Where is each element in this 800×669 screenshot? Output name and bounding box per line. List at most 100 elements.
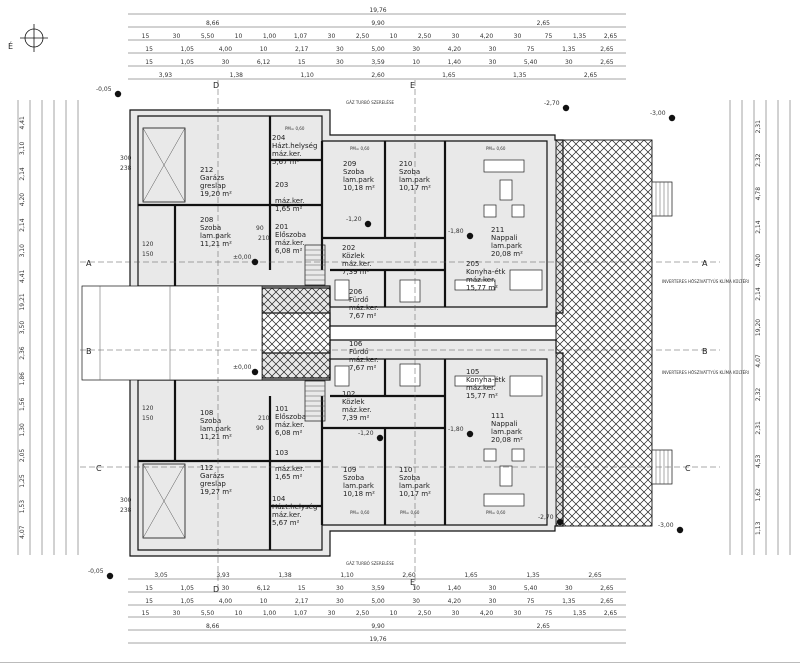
bottom-dim-row3-7: 30 [412,598,420,605]
bottom-dim-row1-1: 3,93 [216,572,230,579]
top-dim-row6-5: 1,35 [513,72,527,79]
right-dim-2: 4,78 [755,187,762,201]
room-label-r202-line-1: Közlek [342,252,365,260]
bottom-dim-row2-11: 30 [565,585,573,592]
top-dim-row3-0: 15 [142,33,150,40]
axis-b-left: B [86,347,92,356]
bottom-dim-row1-5: 1,65 [464,572,478,579]
bottom-dim-row4-12: 30 [514,610,522,617]
right-dim-4: 4,20 [755,254,762,268]
top-dim-row5-8: 1,40 [448,59,462,66]
room-label-r208-line-0: 208 [200,216,213,224]
room-label-r108-line-0: 108 [200,409,213,417]
level-marker-icon [466,430,474,438]
bottom-dim-row1-0: 3,05 [154,572,168,579]
room-label-r109-line-0: 109 [343,466,356,474]
right-dim-0: 2,31 [755,120,762,134]
axis-d-top: D [213,81,219,90]
bottom-dim-row3-12: 2,65 [600,598,614,605]
bottom-dim-row2-8: 1,40 [448,585,462,592]
bottom-dim-row3-2: 4,00 [219,598,233,605]
level-marker-icon [556,518,564,526]
room-label-r109-line-2: lam.park [343,482,375,490]
room-label-r108-line-2: lam.park [200,425,232,433]
room-label-r108-line-3: 11,21 m² [200,433,232,441]
page-footer-line [0,662,800,663]
axis-a-right: A [702,259,708,268]
level-value-10: -1,20 [358,430,374,437]
top-dim-row6-4: 1,65 [442,72,456,79]
room-label-r102-line-2: máz.ker. [342,406,372,414]
level-marker-icon [251,368,259,376]
bottom-dim-row2-6: 3,59 [371,585,385,592]
top-dim-row2-2: 2,65 [537,20,551,27]
plan-notes: GÁZ TURBÓ SZERELÉSE GÁZ TURBÓ SZERELÉSE … [285,100,749,566]
bottom-dim-row2-3: 6,12 [257,585,271,592]
bottom-dim-row2-7: 10 [412,585,420,592]
pm-note-5: PM= 0,60 [350,146,370,151]
room-label-r205-line-1: Konyha-étk [466,268,506,276]
door-dim-2: 120 [142,241,154,248]
bottom-dim-row1-6: 1,35 [526,572,540,579]
door-dim-11: 90 [256,425,264,432]
level-marker-icon [668,114,676,122]
top-dim-row6-2: 1,10 [300,72,314,79]
room-label-r111-line-2: lam.park [491,428,523,436]
level-marker-icon [466,232,474,240]
room-label-r106-line-0: 106 [349,340,363,348]
room-label-r111-line-0: 111 [491,412,504,420]
room-label-r201-line-0: 201 [275,223,288,231]
top-dim-row3-9: 2,50 [418,33,432,40]
bottom-dim-row4-6: 30 [328,610,336,617]
top-dim-row4-6: 5,00 [371,46,385,53]
bottom-dim-row4-13: 75 [545,610,553,617]
room-label-r101-line-3: 6,08 m² [275,429,303,437]
bottom-dim-row5-2: 2,65 [537,623,551,630]
room-label-r108-line-1: Szoba [200,417,221,425]
room-label-r209-line-0: 209 [343,160,356,168]
room-label-r211-line-3: 20,08 m² [491,250,523,258]
bottom-dim-row3-6: 5,00 [371,598,385,605]
top-dim-row4-7: 30 [412,46,420,53]
level-value-11: -1,80 [448,426,464,433]
level-value-5: -1,80 [448,228,464,235]
building-walls [81,109,653,557]
room-label-r206-line-3: 7,67 m² [349,312,377,320]
axis-c-left: C [96,464,102,473]
bottom-dim-row4-10: 30 [452,610,460,617]
room-label-r106-line-3: 7,67 m² [349,364,377,372]
bottom-dim-row1-2: 1,38 [278,572,292,579]
room-label-r109-line-1: Szoba [343,474,364,482]
room-label-r109-line-3: 10,18 m² [343,490,375,498]
top-dim-row5-1: 1,05 [181,59,195,66]
side-dimension-chains: 4,413,102,144,202,143,104,4119,213,502,3… [17,100,791,555]
bottom-dim-row6-0: 19,76 [369,636,386,643]
room-label-r205-line-0: 205 [466,260,479,268]
top-dim-row3-6: 30 [328,33,336,40]
left-dim-0: 4,41 [19,116,26,130]
room-label-r111-line-3: 20,08 m² [491,436,523,444]
room-label-r101-line-2: máz.ker. [275,421,305,429]
top-dim-row3-12: 30 [514,33,522,40]
room-label-r102-line-0: 102 [342,390,355,398]
room-label-r208-line-1: Szoba [200,224,221,232]
left-dim-14: 1,25 [19,474,26,488]
level-marker-icon [364,220,372,228]
room-label-r208-line-3: 11,21 m² [200,240,232,248]
room-label-r201-line-2: máz.ker. [275,239,305,247]
bottom-dim-row1-7: 2,65 [588,572,602,579]
room-label-r212-line-1: Garázs [200,174,225,182]
room-label-r102-line-1: Közlek [342,398,365,406]
top-dim-row3-8: 10 [390,33,398,40]
bottom-dim-row4-4: 1,00 [263,610,277,617]
top-dim-row4-4: 2,17 [295,46,309,53]
bottom-dim-row4-0: 15 [142,610,150,617]
level-value-9: ±0,00 [233,364,252,371]
bottom-dim-row4-8: 10 [390,610,398,617]
door-dim-9: 238 [120,507,132,514]
pm-note-4: PM= 0,60 [486,510,506,515]
room-label-r112-line-3: 19,27 m² [200,488,232,496]
